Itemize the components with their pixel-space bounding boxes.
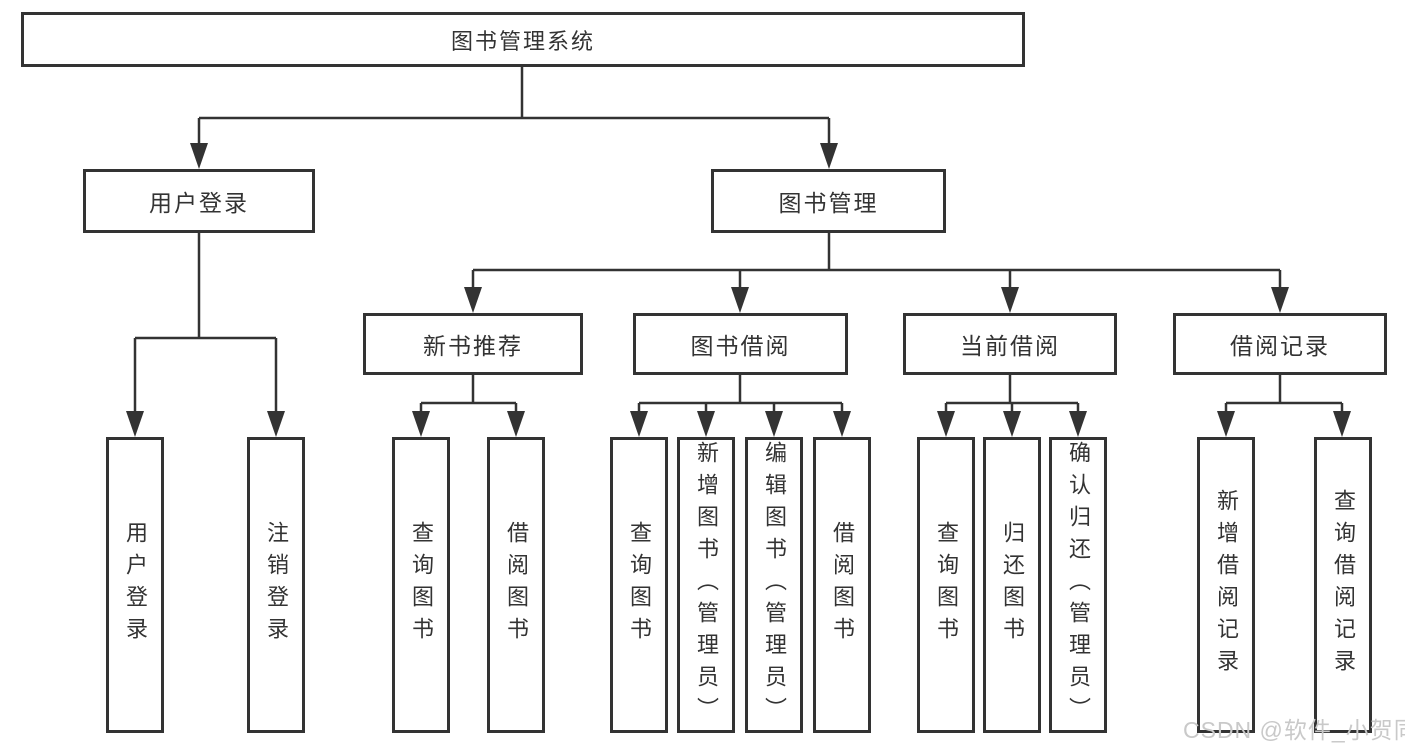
node-current-borrowing: 当前借阅 [903,313,1117,375]
node-leaf-borrow-books-label: 借阅图书 [830,521,855,649]
node-new-book-recommendation: 新书推荐 [363,313,583,375]
node-leaf-add-books-admin: 新增图书（管理员） [677,437,735,733]
node-new-book-recommendation-label: 新书推荐 [423,333,523,359]
node-borrowing-records-label: 借阅记录 [1230,333,1330,359]
node-leaf-edit-books-admin-label: 编辑图书（管理员） [762,441,787,729]
node-root-system-label: 图书管理系统 [450,28,595,54]
node-leaf-borrow-books-recommend-label: 借阅图书 [504,521,529,649]
node-leaf-add-borrow-record-label: 新增借阅记录 [1214,489,1239,681]
node-current-borrowing-label: 当前借阅 [960,333,1060,359]
node-leaf-query-books-recommend-label: 查询图书 [409,521,434,649]
node-leaf-query-borrow-record-label: 查询借阅记录 [1331,489,1356,681]
node-leaf-return-books: 归还图书 [983,437,1041,733]
node-book-management-module-label: 图书管理 [778,190,879,216]
node-leaf-borrow-books: 借阅图书 [813,437,871,733]
node-leaf-user-login: 用户登录 [106,437,164,733]
node-leaf-query-books-current-label: 查询图书 [934,521,959,649]
node-leaf-user-login-label: 用户登录 [123,521,148,649]
node-leaf-confirm-return-admin-label: 确认归还（管理员） [1066,441,1091,729]
node-book-management-module: 图书管理 [711,169,946,233]
node-leaf-logout: 注销登录 [247,437,305,733]
node-leaf-query-books-current: 查询图书 [917,437,975,733]
node-leaf-borrow-books-recommend: 借阅图书 [487,437,545,733]
node-leaf-add-borrow-record: 新增借阅记录 [1197,437,1255,733]
watermark: CSDN @软件_小贺同学 [1183,717,1405,743]
arrowhead-icons [126,143,1351,437]
node-leaf-query-books-recommend: 查询图书 [392,437,450,733]
node-borrowing-records: 借阅记录 [1173,313,1387,375]
node-leaf-confirm-return-admin: 确认归还（管理员） [1049,437,1107,733]
node-user-login-module-label: 用户登录 [149,190,249,216]
node-leaf-query-books-borrowing-label: 查询图书 [627,521,652,649]
node-leaf-query-borrow-record: 查询借阅记录 [1314,437,1372,733]
node-leaf-add-books-admin-label: 新增图书（管理员） [694,441,719,729]
node-leaf-query-books-borrowing: 查询图书 [610,437,668,733]
node-book-borrowing-label: 图书借阅 [690,333,791,359]
node-leaf-edit-books-admin: 编辑图书（管理员） [745,437,803,733]
node-root-system: 图书管理系统 [21,12,1025,67]
node-leaf-return-books-label: 归还图书 [1000,521,1025,649]
node-book-borrowing: 图书借阅 [633,313,848,375]
node-user-login-module: 用户登录 [83,169,315,233]
node-leaf-logout-label: 注销登录 [264,521,289,649]
